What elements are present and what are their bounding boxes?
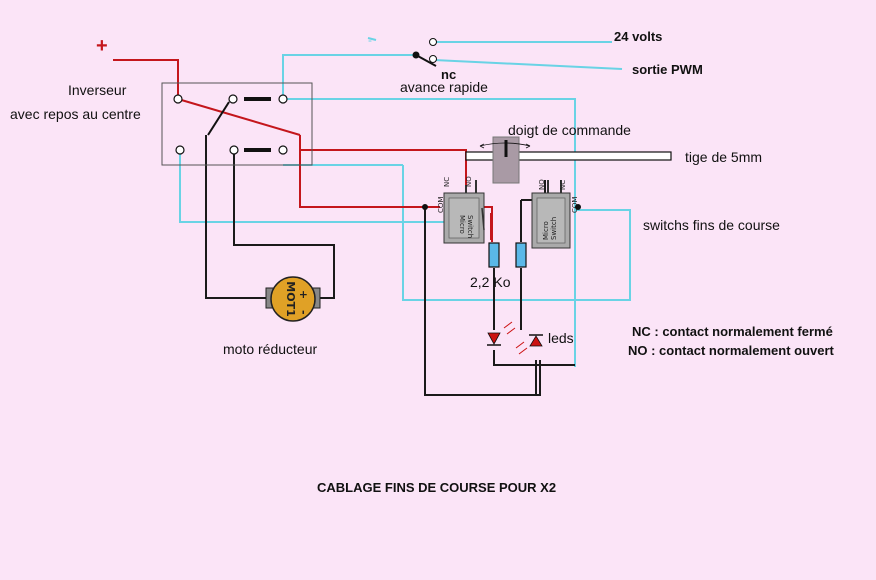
micro-switch-right: NO NC COM Micro Switch bbox=[531, 179, 579, 249]
com-label: COM bbox=[571, 197, 579, 213]
wire-left-bottom bbox=[179, 150, 442, 223]
wire-led-bottom bbox=[493, 350, 575, 366]
switchs-label: switchs fins de course bbox=[643, 217, 780, 233]
wire-top-right bbox=[283, 98, 576, 210]
led-down bbox=[487, 332, 501, 345]
moto-label: moto réducteur bbox=[223, 341, 317, 357]
resistance-label: 2,2 Ko bbox=[470, 274, 511, 290]
terminal bbox=[278, 94, 288, 104]
minus-sign: - bbox=[368, 33, 372, 47]
micro-switch-left: NC NO COM Micro Switch bbox=[437, 176, 485, 244]
nc-label: NC bbox=[559, 180, 567, 190]
wire-nc-to-inverter bbox=[282, 54, 418, 99]
motor-plus: + bbox=[297, 290, 310, 299]
leds-label: leds bbox=[548, 330, 574, 346]
com-label: COM bbox=[437, 197, 445, 213]
wire-pwm bbox=[433, 59, 623, 70]
nc-small-label: nc bbox=[441, 67, 456, 82]
tige-rod bbox=[465, 151, 672, 161]
control-rod bbox=[465, 136, 672, 184]
terminal bbox=[173, 94, 183, 104]
red-wires bbox=[113, 59, 493, 242]
avance-label: avance rapide bbox=[400, 79, 488, 95]
wire-plus-in bbox=[113, 59, 179, 99]
junction-dot bbox=[422, 204, 428, 210]
wire-red-lower bbox=[299, 150, 440, 208]
body-label: Micro bbox=[542, 221, 550, 240]
terminal bbox=[228, 94, 238, 104]
doigt-label: doigt de commande bbox=[508, 122, 631, 138]
inverseur-label: Inverseur bbox=[68, 82, 127, 98]
resistors bbox=[488, 242, 527, 268]
nc-switch bbox=[367, 37, 437, 67]
wire-motor-right bbox=[233, 148, 335, 299]
no-label: NO bbox=[465, 176, 473, 187]
resistor bbox=[488, 242, 500, 268]
no-definition: NO : contact normalement ouvert bbox=[628, 343, 835, 358]
inverter-switch bbox=[161, 82, 313, 166]
terminal bbox=[278, 145, 288, 155]
motor-body bbox=[270, 276, 316, 322]
no-label: NO bbox=[538, 179, 546, 190]
plus-sign: + bbox=[96, 35, 108, 57]
body-label: Micro bbox=[458, 215, 466, 234]
wire-red-to-switch bbox=[299, 135, 467, 185]
pwm-label: sortie PWM bbox=[632, 62, 703, 77]
volts-label: 24 volts bbox=[614, 29, 662, 44]
leds bbox=[487, 321, 543, 355]
terminal bbox=[229, 145, 239, 155]
wire-bottom-left bbox=[424, 207, 541, 396]
repos-label: avec repos au centre bbox=[10, 106, 141, 122]
resistor bbox=[515, 242, 527, 268]
motor-label: MOT1 bbox=[284, 281, 297, 316]
tige-label: tige de 5mm bbox=[685, 149, 762, 165]
wire-right-loop bbox=[402, 165, 631, 301]
caption: CABLAGE FINS DE COURSE POUR X2 bbox=[317, 480, 556, 495]
body-label: Switch bbox=[550, 217, 558, 240]
wire-crossover bbox=[177, 98, 301, 136]
wire-motor-left bbox=[205, 135, 268, 299]
nc-label: NC bbox=[443, 177, 451, 187]
led-up bbox=[529, 335, 543, 347]
nc-definition: NC : contact normalement fermé bbox=[632, 324, 833, 339]
cyan-wires bbox=[179, 41, 631, 367]
junction-dot bbox=[575, 204, 581, 210]
motor-minus: - bbox=[297, 310, 310, 315]
terminal bbox=[175, 145, 185, 155]
motor: MOT1 + - bbox=[265, 276, 321, 322]
body-label: Switch bbox=[466, 215, 474, 238]
